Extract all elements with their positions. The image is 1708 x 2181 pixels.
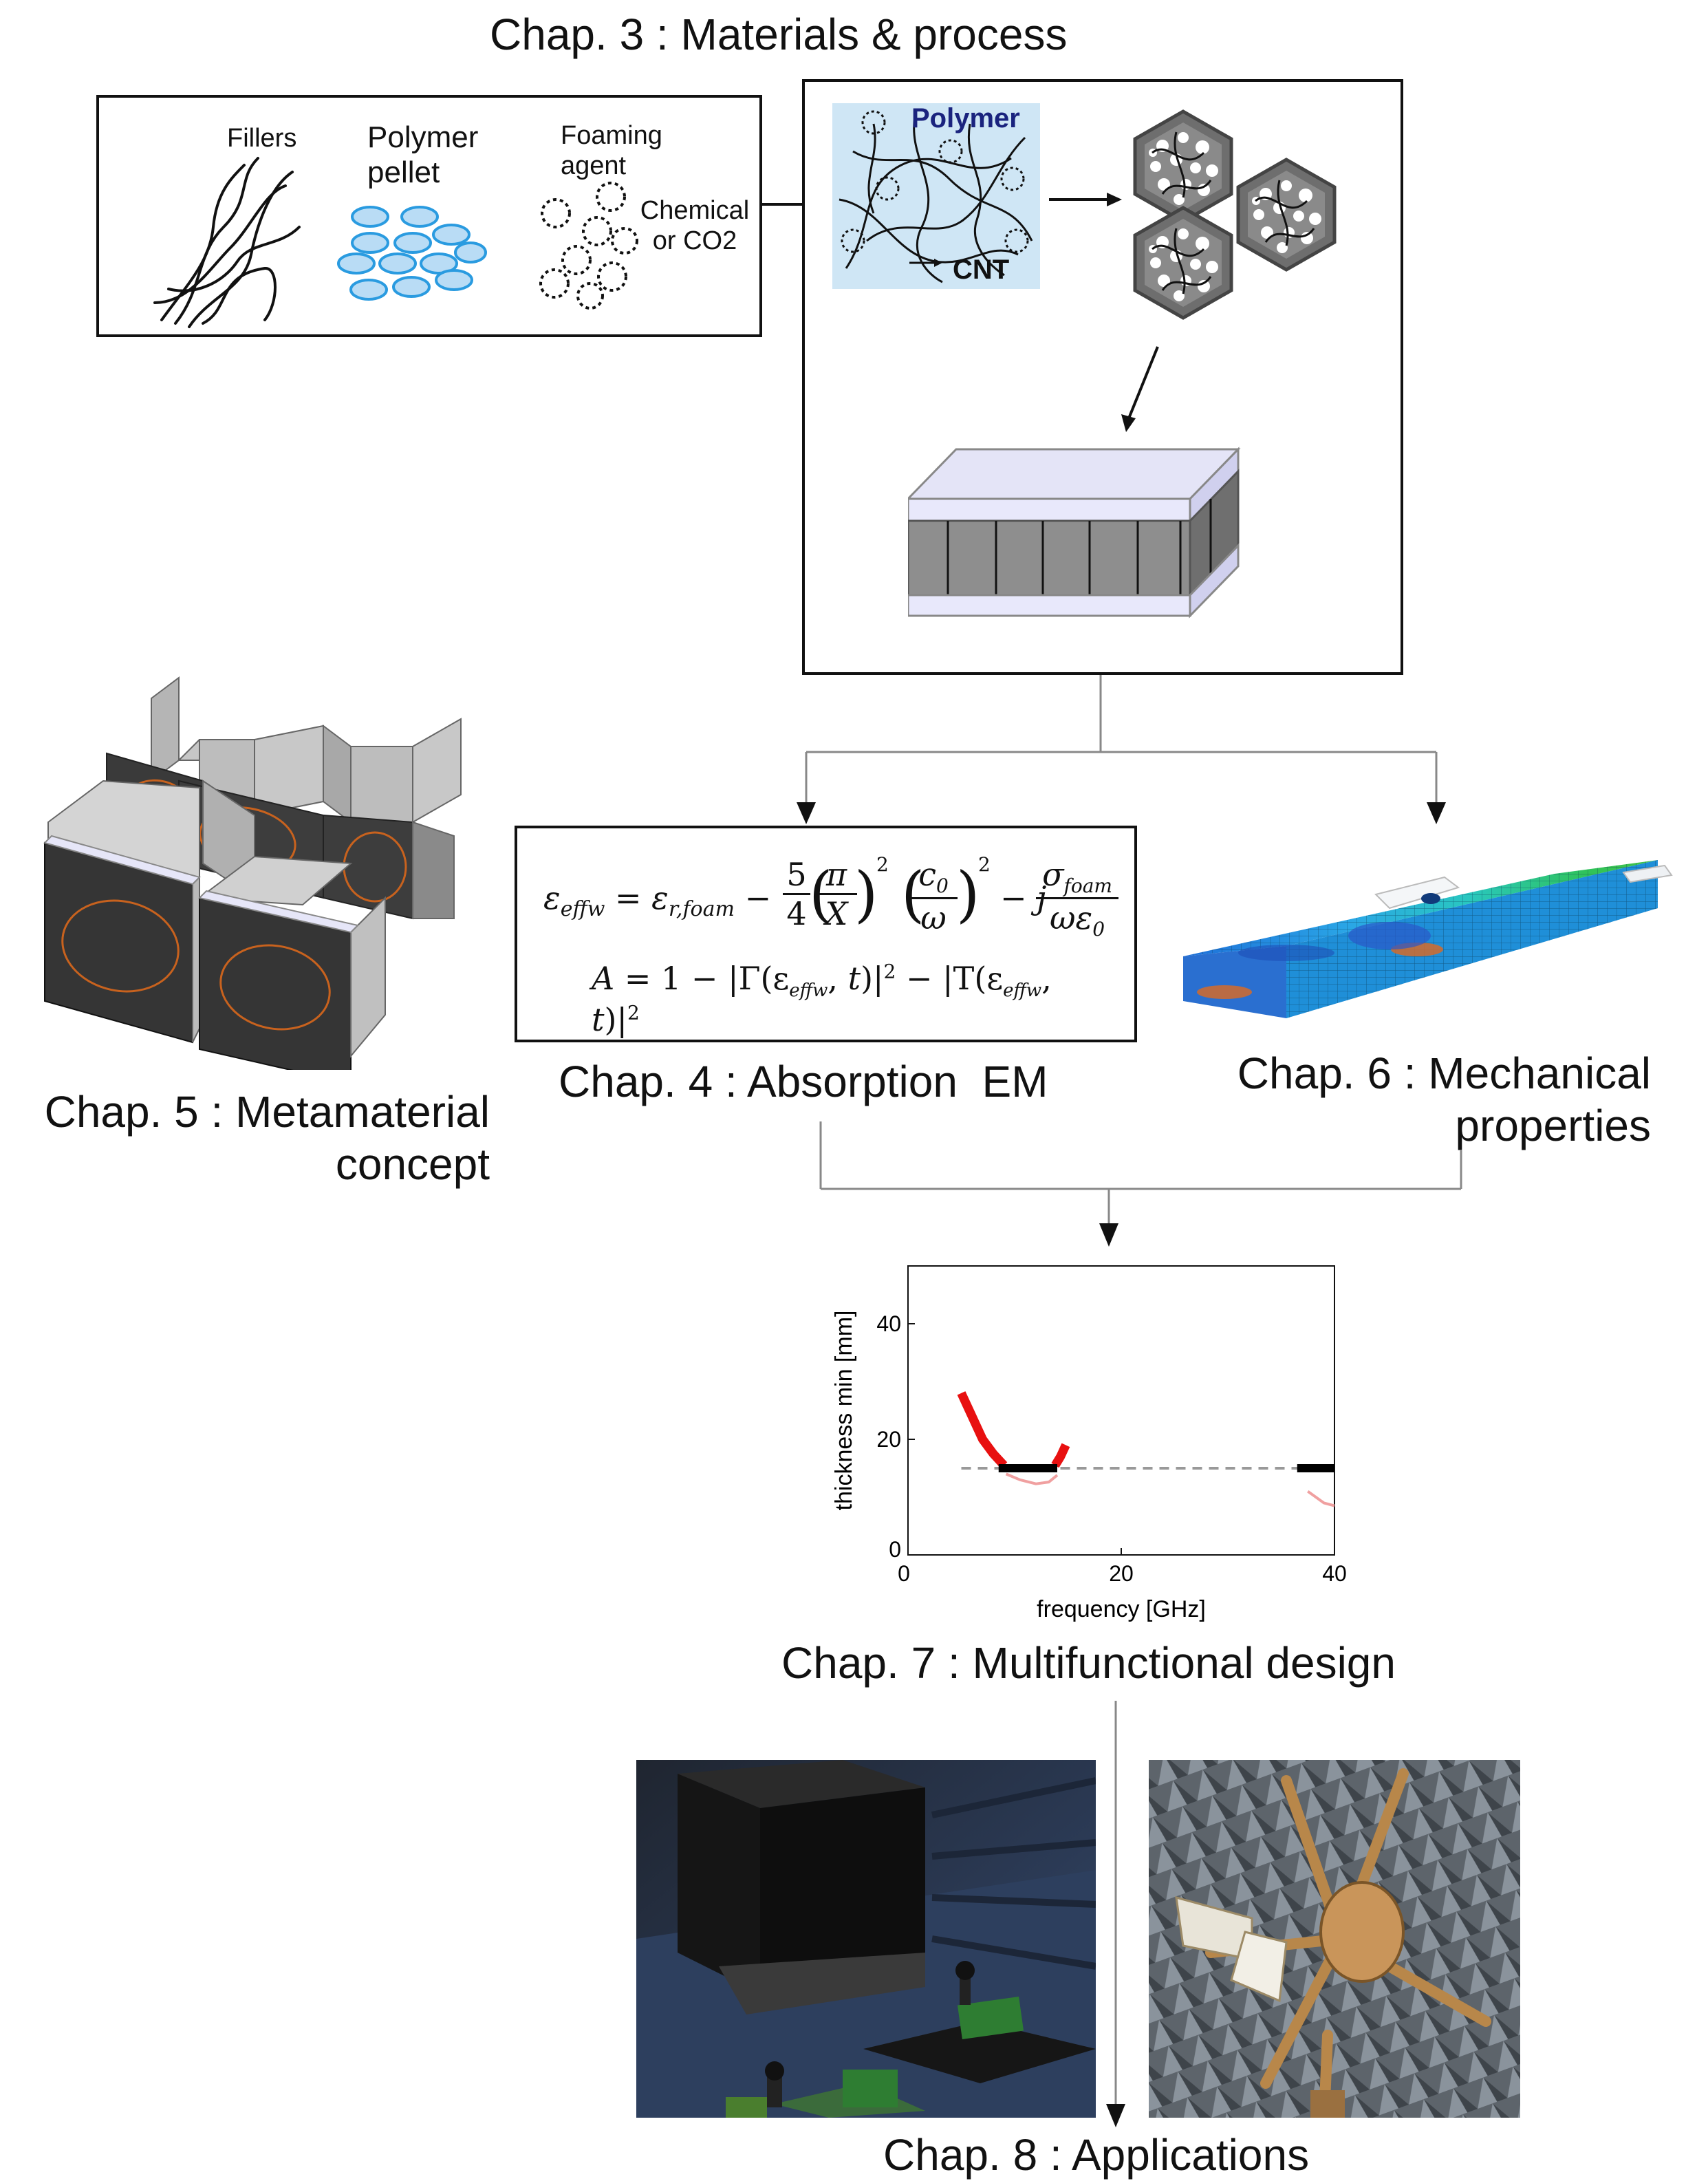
polymer-label: Polymer xyxy=(911,103,1020,133)
fem-beam-icon xyxy=(1183,860,1673,1018)
chap6-title: Chap. 6 : Mechanical properties xyxy=(1237,1049,1651,1150)
chart-xlabel: frequency [GHz] xyxy=(1037,1596,1206,1622)
chart-ytick-label-2: 40 xyxy=(876,1311,901,1336)
foaming-agent-label: Foaming agent xyxy=(561,121,662,180)
chap7-title: Chap. 7 : Multifunctional design xyxy=(781,1638,1396,1688)
chap4-title: Chap. 4 : Absorption EM xyxy=(559,1057,1048,1106)
arrow-polymer-to-foam xyxy=(1049,193,1122,206)
equation-2: A = 1 − |Γ(εeffw, t)|2 − |T(εeffw, t)|2 xyxy=(592,960,1052,1039)
cnt-network-icon xyxy=(839,110,1033,283)
fillers-label: Fillers xyxy=(227,124,297,153)
arrow-foam-to-sandwich xyxy=(1121,346,1159,432)
chart-xtick-label-0: 0 xyxy=(898,1561,910,1586)
polymer-pellet-label: Polymer pellet xyxy=(367,120,479,189)
application-photo-anechoic-chamber xyxy=(1149,1760,1520,2118)
polymer-cnt-panel xyxy=(832,103,1040,289)
chart-series-5 xyxy=(1005,1472,1059,1485)
chart-plot-area xyxy=(907,1265,1335,1556)
chart-ylabel: thickness min [mm] xyxy=(831,1311,857,1511)
chemical-co2-label: Chemical or CO2 xyxy=(640,196,750,255)
sandwich-panel-icon xyxy=(908,447,1241,619)
chart-ytick-label-1: 20 xyxy=(876,1427,901,1452)
chap3-title: Chap. 3 : Materials & process xyxy=(490,10,1068,59)
thickness-chart: 0 20 40 0 20 40 frequency [GHz] thickness min… xyxy=(831,1265,1347,1622)
chart-xtick-label-2: 40 xyxy=(1322,1561,1347,1586)
chap5-title: Chap. 5 : Metamaterial concept xyxy=(44,1087,490,1189)
chap8-title: Chap. 8 : Applications xyxy=(883,2130,1310,2180)
polymer-pellets-icon xyxy=(337,206,487,301)
foaming-bubbles-icon xyxy=(539,182,638,310)
chart-xtick-label-1: 20 xyxy=(1109,1561,1134,1586)
chart-ytick-label-0: 0 xyxy=(889,1537,901,1562)
equation-box xyxy=(515,826,1137,1042)
fillers-icon xyxy=(153,157,301,328)
cnt-label: CNT xyxy=(953,255,1010,285)
chart-series-1 xyxy=(1051,1443,1070,1468)
application-photo-box-antenna xyxy=(636,1760,1096,2118)
chart-series-6 xyxy=(1307,1490,1335,1507)
chart-series-0 xyxy=(957,1391,1008,1469)
metamaterial-structure-icon xyxy=(43,676,462,1070)
